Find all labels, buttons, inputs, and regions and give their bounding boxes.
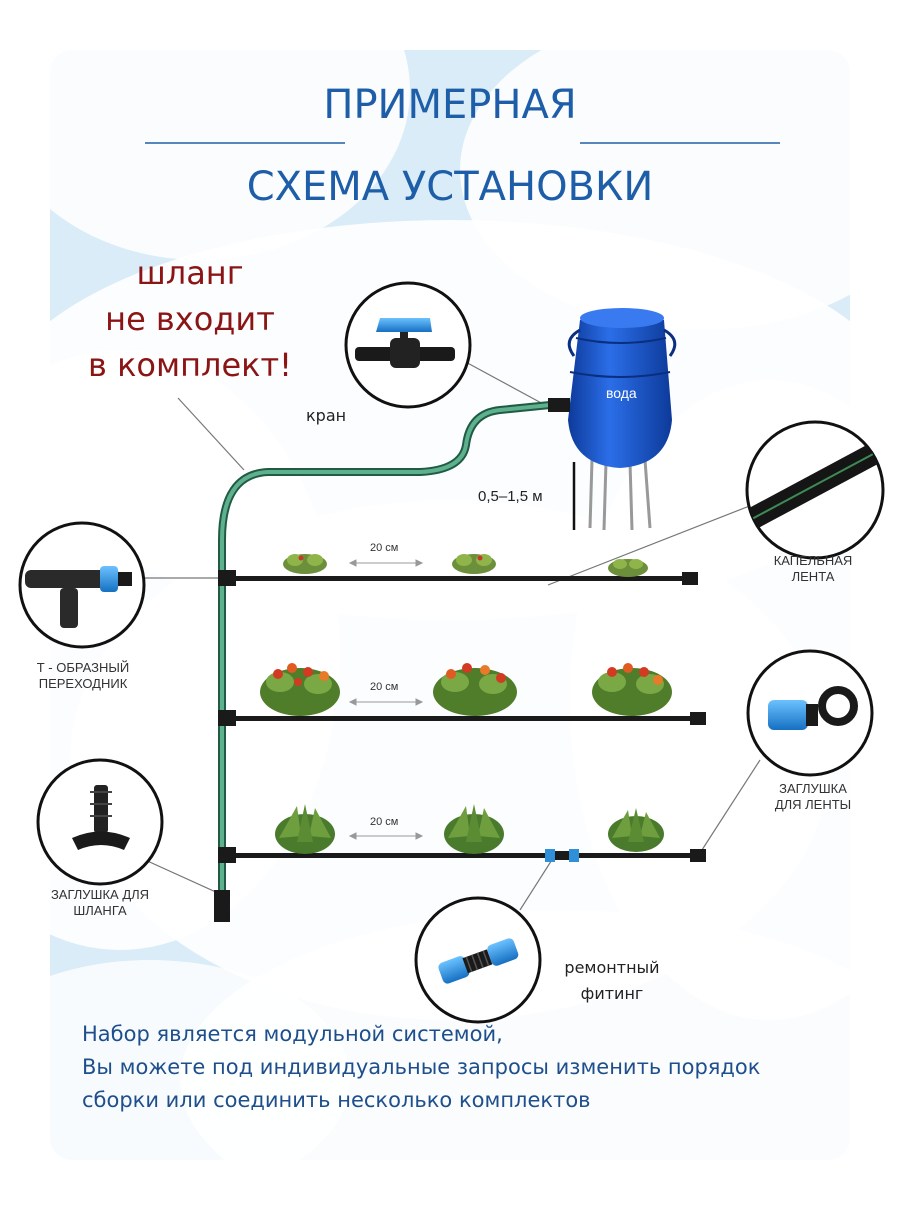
drip-rows bbox=[218, 570, 706, 863]
drip-tape-label-2: ЛЕНТА bbox=[791, 569, 835, 584]
drip-tape-label: КАПЕЛЬНАЯ ЛЕНТА bbox=[748, 553, 878, 585]
warning-line-3: в комплект! bbox=[88, 346, 292, 384]
water-label: вода bbox=[606, 385, 637, 401]
repair-fitting-inset bbox=[414, 896, 542, 1024]
repair-fitting-on-tape bbox=[545, 849, 555, 862]
drip-tape-row-2 bbox=[222, 716, 692, 721]
repair-fitting-label-2: фитинг bbox=[580, 984, 644, 1003]
footer-line-2: Вы можете под индивидуальные запросы изм… bbox=[82, 1055, 761, 1079]
hose-plug-label: ЗАГЛУШКА ДЛЯ ШЛАНГА bbox=[35, 887, 165, 919]
spacing-label-row-2: 20 см bbox=[370, 681, 399, 693]
title-line-1: ПРИМЕРНАЯ bbox=[323, 82, 577, 128]
drip-tape-inset bbox=[745, 420, 885, 560]
hose-plug-icon bbox=[94, 785, 108, 833]
hose-plug-inset bbox=[36, 758, 164, 886]
tape-plug-inset bbox=[746, 649, 874, 777]
barrel-tap bbox=[548, 398, 570, 412]
footer-line-1: Набор является модульной системой, bbox=[82, 1022, 503, 1046]
warning-line-1: шланг bbox=[136, 254, 244, 292]
plants-row-1 bbox=[283, 554, 648, 577]
drip-tape-row-1 bbox=[222, 576, 682, 581]
pointer-lines bbox=[89, 359, 761, 911]
hose-plug-label-2: ШЛАНГА bbox=[73, 903, 127, 918]
plants-row-2 bbox=[260, 663, 672, 716]
repair-fitting-label: ремонтный фитинг bbox=[552, 955, 672, 1007]
tape-plug-label-2: ДЛЯ ЛЕНТЫ bbox=[774, 797, 852, 812]
valve-label: кран bbox=[306, 406, 347, 425]
plants-row-3 bbox=[275, 804, 664, 854]
t-adapter-label-1: Т - ОБРАЗНЫЙ bbox=[36, 660, 130, 675]
spacing-label-row-3: 20 см bbox=[370, 816, 399, 828]
hose-end-plug bbox=[214, 890, 230, 922]
spacing-arrows bbox=[348, 559, 424, 840]
t-adapter-label: Т - ОБРАЗНЫЙ ПЕРЕХОДНИК bbox=[18, 660, 148, 692]
tape-plug-label-1: ЗАГЛУШКА bbox=[779, 781, 847, 796]
valve-icon bbox=[376, 318, 432, 332]
t-adapter-icon bbox=[25, 570, 120, 588]
drip-tape-row-3 bbox=[222, 853, 692, 858]
repair-fitting-label-1: ремонтный bbox=[564, 958, 660, 977]
valve-inset bbox=[344, 281, 472, 409]
repair-fitting-icon bbox=[438, 956, 470, 984]
height-label: 0,5–1,5 м bbox=[478, 488, 543, 505]
t-adapter-label-2: ПЕРЕХОДНИК bbox=[38, 676, 128, 691]
water-barrel bbox=[548, 308, 677, 531]
tape-plug-label: ЗАГЛУШКА ДЛЯ ЛЕНТЫ bbox=[748, 781, 878, 813]
title-line-2: СХЕМА УСТАНОВКИ bbox=[246, 164, 654, 210]
footer-line-3: сборки или соединить несколько комплекто… bbox=[82, 1088, 591, 1112]
warning-line-2: не входит bbox=[105, 300, 275, 338]
spacing-label-row-1: 20 см bbox=[370, 542, 399, 554]
hose-plug-label-1: ЗАГЛУШКА ДЛЯ bbox=[50, 887, 150, 902]
drip-tape-label-1: КАПЕЛЬНАЯ bbox=[773, 553, 853, 568]
t-adapter-inset bbox=[18, 521, 146, 649]
tape-plug-icon bbox=[768, 700, 808, 730]
